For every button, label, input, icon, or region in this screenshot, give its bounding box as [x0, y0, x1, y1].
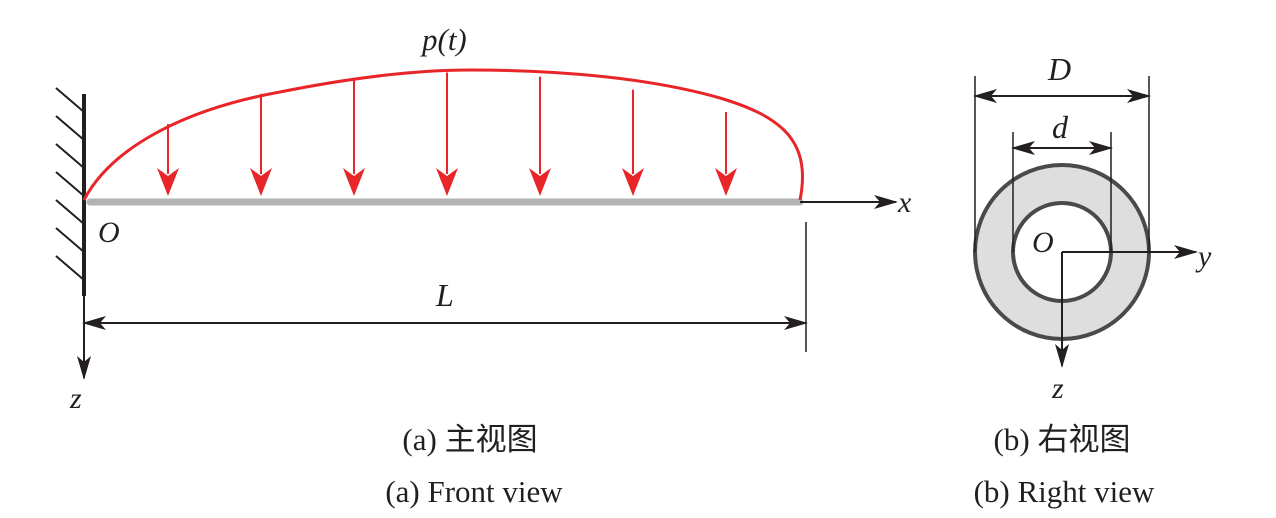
x-axis-label: x: [897, 186, 912, 219]
load-arrow-head: [529, 168, 551, 196]
caption-front-en: (a) Front view: [385, 474, 563, 509]
load-arrow-head: [622, 168, 644, 196]
load-curve: [82, 68, 804, 201]
right-view: D d y z O (b) 右视图 (b) Right view: [972, 51, 1212, 509]
front-view: x z O p(t) L (a) 主视图 (a) Front view: [55, 22, 912, 509]
z-axis-label: z: [69, 382, 82, 415]
load-arrow-head: [715, 168, 737, 196]
caption-right-en: (b) Right view: [974, 474, 1155, 509]
load-arrow-head: [343, 168, 365, 196]
inner-diameter-label: d: [1052, 109, 1069, 145]
load-arrow-head: [436, 168, 458, 196]
origin-label: O: [98, 216, 120, 249]
load-arrow-head: [250, 168, 272, 196]
fixed-support-wall: [55, 87, 86, 296]
section-origin-label: O: [1032, 226, 1054, 259]
length-label: L: [435, 277, 454, 313]
outer-diameter-label: D: [1047, 51, 1071, 87]
load-arrow-head: [157, 168, 179, 196]
caption-front-cn: (a) 主视图: [402, 422, 537, 457]
y-axis-label: y: [1195, 240, 1212, 273]
load-label: p(t): [420, 22, 467, 57]
z-axis-label-section: z: [1051, 372, 1064, 405]
wall-hatching: [55, 87, 85, 281]
caption-right-cn: (b) 右视图: [994, 422, 1131, 457]
load-arrows: [157, 72, 737, 196]
